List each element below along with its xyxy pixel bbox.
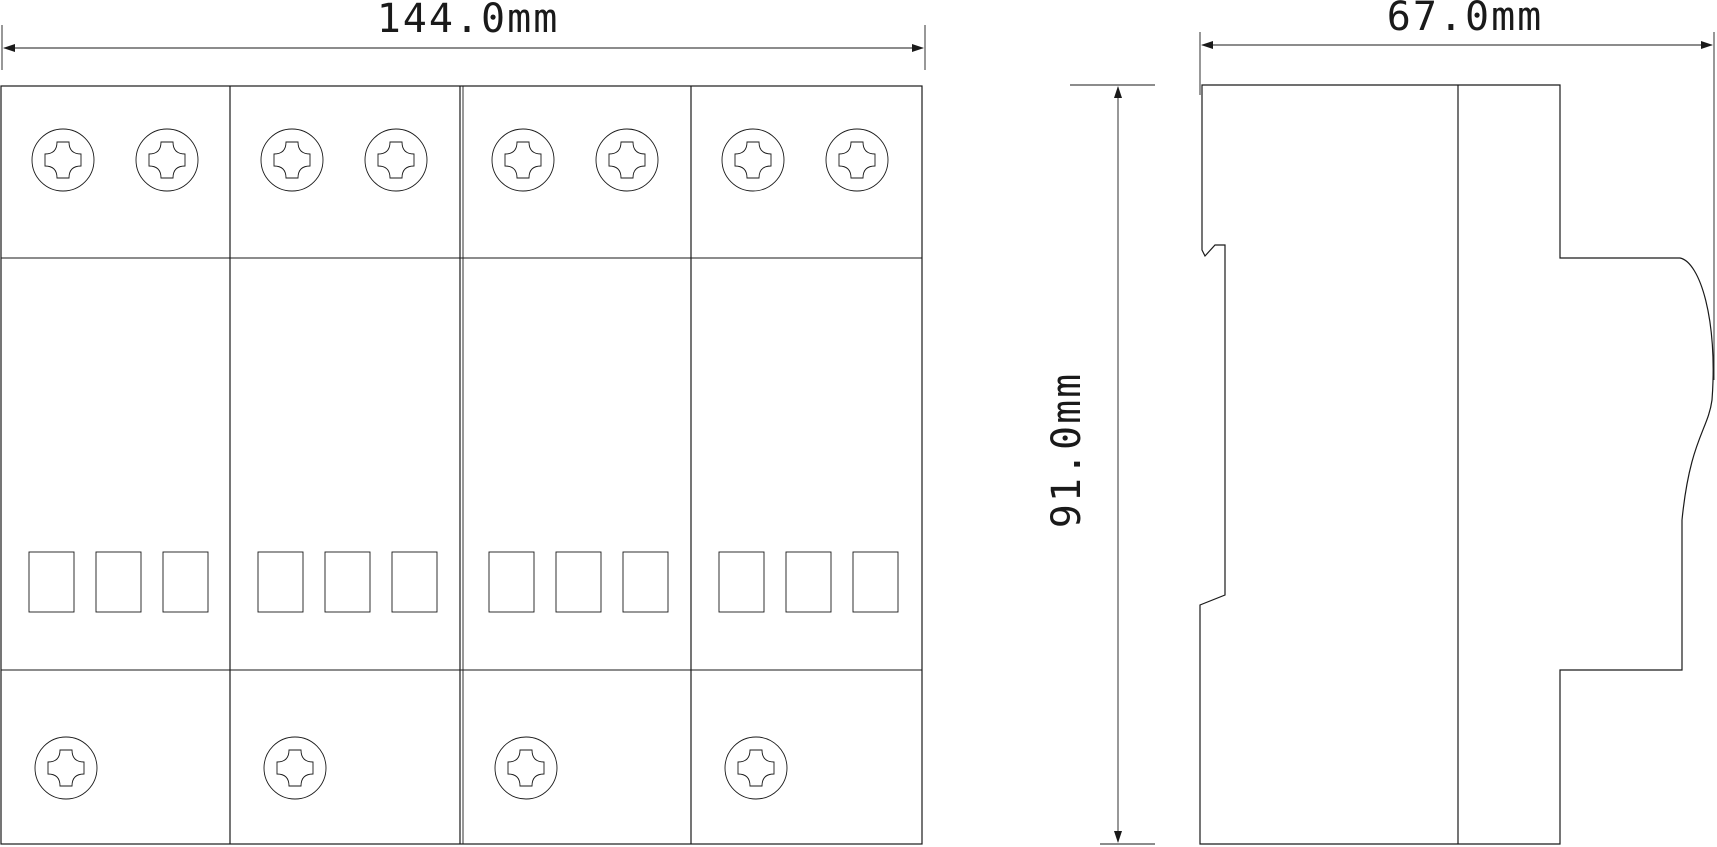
top-screw-icon [721,128,785,192]
top-screw-icon [135,128,199,192]
bottom-screw-icon [263,736,327,800]
side-view: 67.0mm [1199,0,1715,845]
indicator-window [95,551,142,613]
indicator-window [324,551,371,613]
indicator-window [852,551,899,613]
indicator-window [622,551,669,613]
screw-terminals [31,128,889,800]
front-view: 144.0mm [0,0,926,845]
width-dimension: 144.0mm [1,0,926,70]
top-screw-icon [825,128,889,192]
bottom-screw-icon [494,736,558,800]
top-screw-icon [260,128,324,192]
height-dimension-label: 91.0mm [1044,372,1090,529]
bottom-screw-icon [724,736,788,800]
module-separators [229,86,692,844]
front-outline [0,85,923,845]
indicator-window [555,551,602,613]
indicator-window [785,551,832,613]
indicator-window [257,551,304,613]
indicator-window [28,551,75,613]
top-screw-icon [595,128,659,192]
top-screw-icon [364,128,428,192]
indicator-window [718,551,765,613]
top-screw-icon [31,128,95,192]
indicator-windows [28,551,899,613]
depth-dimension: 67.0mm [1199,0,1715,380]
indicator-window [391,551,438,613]
side-profile-outline [1199,84,1714,845]
top-screw-icon [491,128,555,192]
depth-dimension-label: 67.0mm [1387,0,1544,40]
height-dimension: 91.0mm [1044,84,1155,845]
width-dimension-label: 144.0mm [377,0,560,42]
bottom-screw-icon [34,736,98,800]
indicator-window [488,551,535,613]
indicator-window [162,551,209,613]
